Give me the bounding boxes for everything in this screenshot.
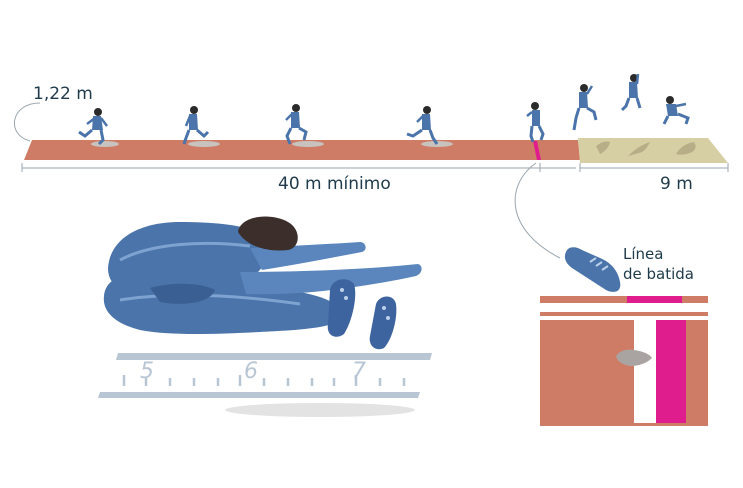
lane-width-curve bbox=[14, 102, 41, 142]
runner-3 bbox=[285, 104, 324, 147]
pit-shadow-1 bbox=[596, 141, 610, 154]
ruler-mark-6: 6 bbox=[244, 359, 258, 384]
runners bbox=[78, 73, 690, 147]
jumper-arm-lower bbox=[240, 264, 422, 295]
takeoff-line-label-2: de batida bbox=[623, 265, 694, 283]
ruler-ticks bbox=[122, 375, 406, 386]
ruler-top-bar bbox=[116, 353, 432, 360]
measure-ruler: 5 6 7 bbox=[98, 353, 432, 398]
runner-4 bbox=[406, 106, 453, 147]
board-takeoff-band bbox=[656, 320, 686, 423]
shoe-print bbox=[616, 349, 652, 366]
runner-1 bbox=[78, 108, 119, 147]
jumper-takeoff bbox=[572, 84, 598, 131]
takeoff-detail bbox=[540, 247, 708, 426]
board-top-strip bbox=[540, 296, 708, 303]
runner-5 bbox=[526, 102, 545, 143]
jumper-shorts bbox=[150, 283, 215, 304]
jumper-head bbox=[238, 216, 298, 251]
jumper-illustration bbox=[103, 216, 422, 417]
ruler-mark-7: 7 bbox=[352, 359, 366, 384]
jumper-shadow bbox=[225, 403, 415, 417]
pit-shadow-2 bbox=[628, 142, 650, 156]
pit-shadow-3 bbox=[676, 142, 696, 155]
ruler-mark-5: 5 bbox=[140, 359, 154, 384]
board-top-line bbox=[627, 296, 682, 303]
dimension-lines bbox=[14, 102, 729, 259]
takeoff-line-mark bbox=[533, 141, 541, 160]
spike-shoe bbox=[564, 247, 621, 292]
jumper-shoe-1 bbox=[327, 279, 356, 337]
takeoff-line-label-1: Línea bbox=[623, 245, 664, 263]
runway-length-label: 40 m mínimo bbox=[278, 174, 391, 194]
lane-width-label: 1,22 m bbox=[33, 84, 93, 104]
ruler-bottom-bar bbox=[98, 392, 420, 398]
takeoff-callout-curve bbox=[514, 162, 561, 259]
pit-length-label: 9 m bbox=[660, 174, 693, 194]
runway-group bbox=[24, 138, 728, 163]
jumper-flight bbox=[620, 73, 642, 112]
jumper-shoe-2 bbox=[369, 296, 397, 350]
runner-2 bbox=[182, 106, 220, 147]
jumper-landing bbox=[662, 96, 690, 125]
